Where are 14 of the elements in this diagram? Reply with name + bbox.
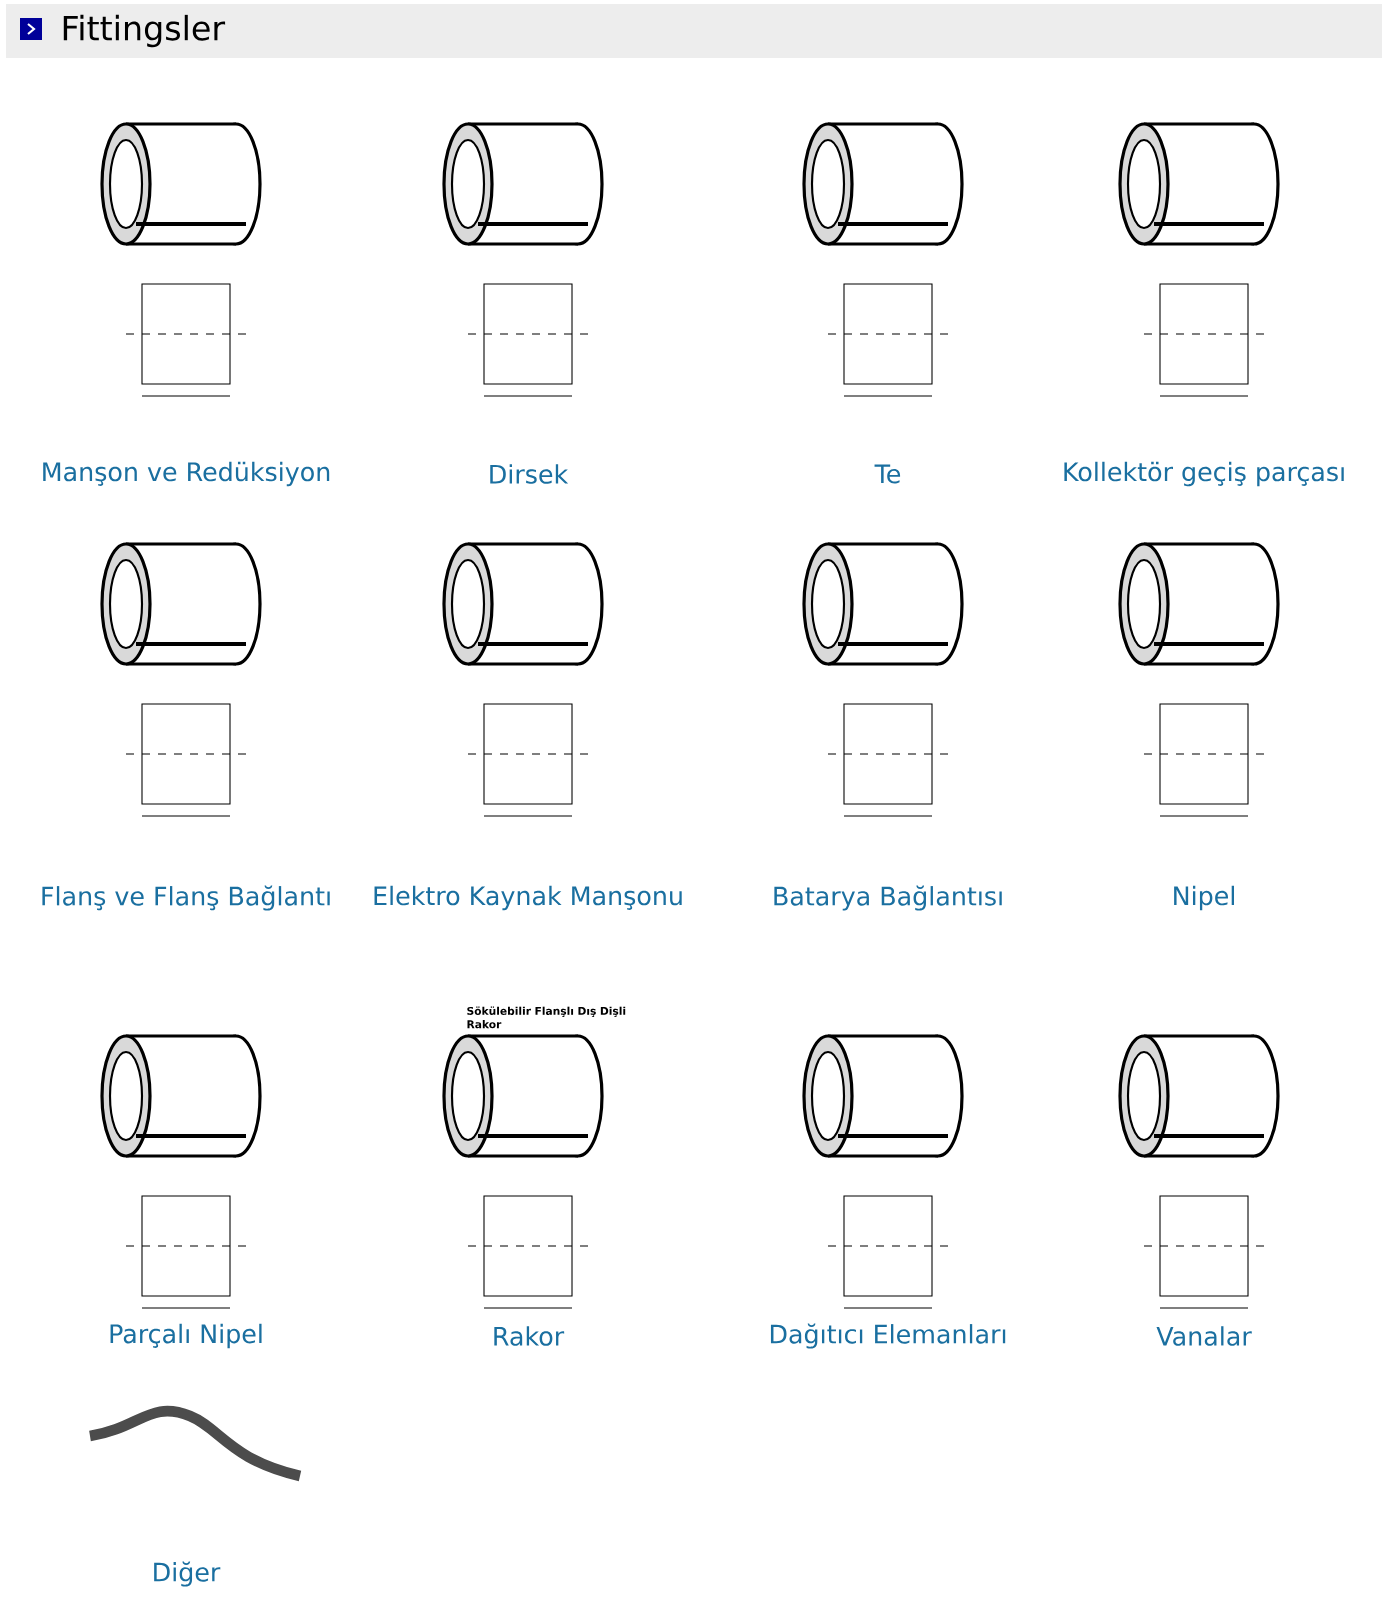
caption: Batarya Bağlantısı	[774, 885, 1002, 911]
caption: Parçalı Nipel	[110, 1323, 262, 1349]
caption: Nipel	[1174, 885, 1234, 911]
caption: Dağıtıcı Elemanları	[770, 1323, 1006, 1349]
caption: Rakor	[494, 1326, 565, 1346]
caption: Te	[874, 464, 901, 484]
caption: Dirsek	[490, 464, 569, 484]
caption: Flanş ve Flanş Bağlantı	[42, 885, 330, 911]
caption: Elektro Kaynak Manşonu	[374, 885, 682, 911]
caption: Kollektör geçiş parçası	[1064, 461, 1344, 487]
caption: Vanalar	[1156, 1326, 1252, 1346]
caption: Diğer	[154, 1561, 221, 1587]
page-title: Fittingsler	[63, 14, 226, 48]
caption: Manşon ve Redüksiyon	[43, 461, 330, 487]
